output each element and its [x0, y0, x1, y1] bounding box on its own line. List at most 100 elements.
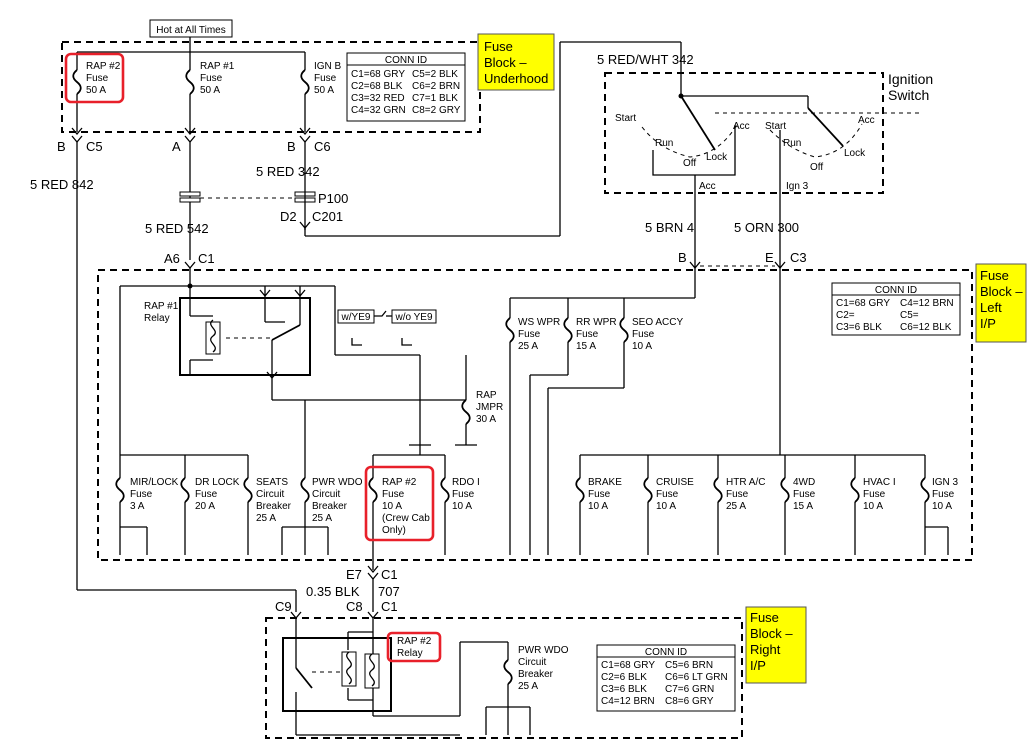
lower-left-fuses: MIR/LOCK Fuse 3 A DR LOCK Fuse 20 A SEAT… [115, 400, 363, 555]
uh-fuse-name: IGN B [314, 61, 342, 72]
right-ip-conn-id-table: CONN ID C1=68 GRY C5=6 BRN C2=6 BLK C6=6… [596, 644, 736, 712]
fuse-name: HVAC I [863, 477, 896, 488]
switch-pos: Off [683, 158, 696, 169]
p100-label: P100 [318, 191, 348, 206]
right-ip-callout: Fuse Block – Right I/P [745, 606, 807, 684]
pin-letter: A [172, 139, 181, 154]
d2-label: D2 [280, 209, 297, 224]
fuse-name: IGN 3 [932, 477, 959, 488]
fuse-type: Fuse [452, 489, 475, 500]
conn-id-cell: C6=12 BLK [900, 322, 952, 333]
conn-id-cell: C6=2 BRN [412, 81, 460, 92]
conn-id-cell: C1=68 GRY [351, 69, 405, 80]
fuse-rating: 10 A [932, 501, 952, 512]
fuse-rating: 20 A [195, 501, 215, 512]
rap2-fuse-highlight [364, 465, 435, 542]
fuse-type: Breaker [312, 501, 348, 512]
fuse-rating: 10 A [656, 501, 676, 512]
fuse-type: Fuse [382, 489, 405, 500]
fuse-type: Fuse [726, 489, 749, 500]
conn-id-title: CONN ID [875, 285, 917, 296]
callout-line: Block – [750, 626, 793, 641]
conn-id-cell: C1=68 GRY [836, 298, 890, 309]
conn-id-cell: C5=2 BLK [412, 69, 458, 80]
switch-pos: Acc [733, 121, 750, 132]
fuse-type: Fuse [518, 329, 541, 340]
right-ip-fuse-block: C9 C8 C1 Fuse Block – Right I/P RAP #2 R… [265, 579, 807, 739]
conn-id-cell: C4=32 GRN [351, 105, 406, 116]
fuse-type: Fuse [656, 489, 679, 500]
inter-block-wiring: 5 RED 842 P100 5 RED 542 5 RED 342 D2 C2… [30, 41, 694, 612]
relay-label: Relay [144, 313, 170, 324]
fuse-rating: 3 A [130, 501, 145, 512]
jmpr-label: JMPR [476, 402, 503, 413]
fuse-type: Fuse [130, 489, 153, 500]
right-ip-pwr-wdo-breaker: PWR WDO Circuit Breaker 25 A [485, 642, 569, 735]
relay-label: RAP #2 [397, 636, 432, 647]
c9-label: C9 [275, 599, 292, 614]
conn-id-cell: C5=6 BRN [665, 660, 713, 671]
c1-label: C1 [381, 567, 398, 582]
callout-line: I/P [980, 316, 996, 331]
acc-output-label: Acc [699, 181, 716, 192]
underhood-fuse-block: Hot at All Times RAP #2 Fuse 50 A RAP #1… [57, 19, 555, 154]
option-label: w/o YE9 [394, 312, 432, 323]
fuse-rating: 25 A [312, 513, 332, 524]
wire-label-342-redwht: 5 RED/WHT 342 [597, 52, 694, 67]
fuse-rating: 10 A [863, 501, 883, 512]
rap2-relay-highlight [386, 631, 442, 663]
switch-pos: Start [765, 121, 786, 132]
fuse-name: BRAKE [588, 477, 622, 488]
fuse-rating: 25 A [518, 341, 538, 352]
conn-id-cell: C2= [836, 310, 855, 321]
fuse-type: Breaker [256, 501, 292, 512]
conn-id-cell: C4=12 BRN [900, 298, 954, 309]
fuse-name: MIR/LOCK [130, 477, 179, 488]
fuse-type: Circuit [518, 657, 547, 668]
ye9-option: w/YE9 w/o YE9 [300, 285, 437, 446]
switch-pos: Run [655, 138, 673, 149]
relay-label: RAP #1 [144, 301, 179, 312]
fuse-name: DR LOCK [195, 477, 240, 488]
left-ip-conn-id-table: CONN ID C1=68 GRY C4=12 BRN C2= C5= C3=6… [831, 282, 961, 336]
uh-fuse-rating: 50 A [86, 85, 106, 96]
ign3-output-label: Ign 3 [786, 181, 809, 192]
wire-label-4: 5 BRN 4 [645, 220, 694, 235]
pin-e-label: E [765, 250, 774, 265]
fuse-rating: 25 A [726, 501, 746, 512]
ignition-switch: Ignition Switch Start Run Off Lock Acc S… [604, 71, 933, 270]
c201-label: C201 [312, 209, 343, 224]
switch-pos: Acc [858, 115, 875, 126]
lower-right-fuses: BRAKE Fuse 10 A CRUISE Fuse 10 A HTR A/C… [575, 268, 959, 555]
fuse-name: CRUISE [656, 477, 694, 488]
pin-letter: B [287, 139, 296, 154]
fuse-name: RAP #2 [382, 477, 417, 488]
fuse-rating: 10 A [632, 341, 652, 352]
conn-id-cell: C2=68 BLK [351, 81, 403, 92]
pin-b-label: B [678, 250, 687, 265]
uh-fuse-rating: 50 A [200, 85, 220, 96]
wire-label-300: 5 ORN 300 [734, 220, 799, 235]
fuse-type: Fuse [576, 329, 599, 340]
uh-fuse-name: RAP #1 [200, 61, 235, 72]
conn-id-cell: C1=68 GRY [601, 660, 655, 671]
callout-line: Block – [980, 284, 1023, 299]
conn-id-cell: C3=6 BLK [836, 322, 882, 333]
left-ip-fuse-block: Fuse Block – Left I/P CONN ID C1=68 GRY … [97, 263, 1027, 599]
uh-fuse-rating: 50 A [314, 85, 334, 96]
switch-pos: Off [810, 162, 823, 173]
fuse-name: 4WD [793, 477, 815, 488]
fuse-rating: 10 A [452, 501, 472, 512]
conn-id-cell: C7=6 GRN [665, 684, 714, 695]
callout-line: Left [980, 300, 1002, 315]
uh-fuse-name: RAP #2 [86, 61, 121, 72]
e7-label: E7 [346, 567, 362, 582]
callout-line: Fuse [980, 268, 1009, 283]
fuse-type: Fuse [632, 329, 655, 340]
fuse-type: Fuse [863, 489, 886, 500]
a6-label: A6 [164, 251, 180, 266]
uh-fuse-type: Fuse [200, 73, 223, 84]
conn-id-cell: C3=6 BLK [601, 684, 647, 695]
callout-line: Block – [484, 55, 527, 70]
fuse-name: PWR WDO [312, 477, 363, 488]
